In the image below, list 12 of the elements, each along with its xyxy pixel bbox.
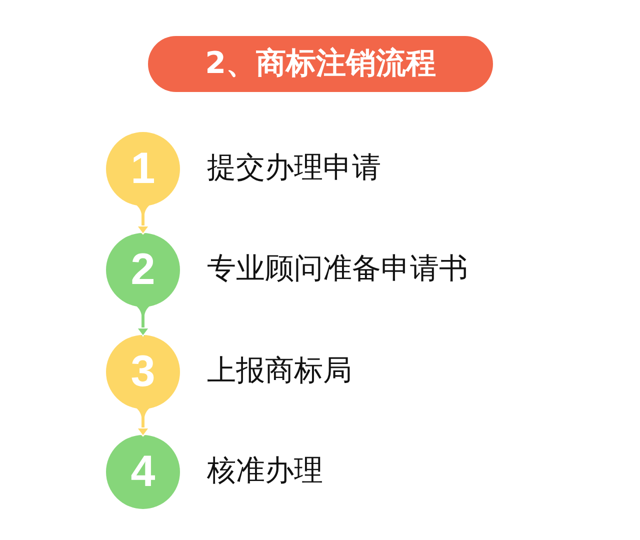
step-label: 上报商标局 — [207, 352, 352, 389]
arrow — [136, 214, 150, 234]
step-label: 核准办理 — [207, 452, 323, 489]
arrow — [136, 417, 150, 436]
title-banner: 2、商标注销流程 — [148, 36, 493, 92]
step-number: 4 — [130, 446, 156, 498]
step-number: 1 — [130, 143, 156, 195]
step-number: 3 — [130, 346, 156, 398]
step-number: 2 — [130, 244, 156, 296]
step-label: 专业顾问准备申请书 — [207, 250, 468, 287]
arrow — [136, 315, 150, 336]
step-label: 提交办理申请 — [207, 149, 381, 186]
